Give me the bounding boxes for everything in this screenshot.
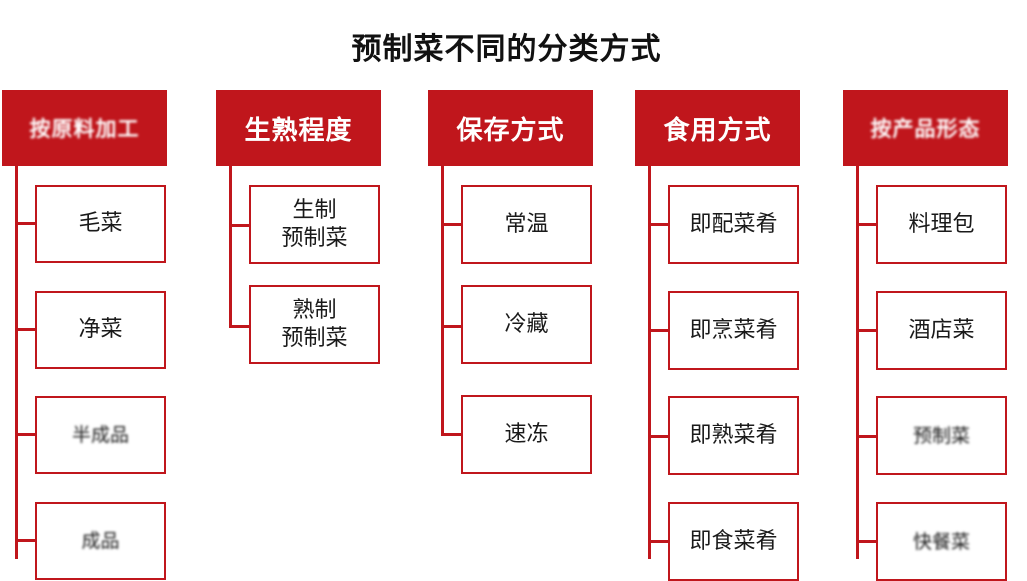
column-header: 生熟程度 — [216, 90, 381, 166]
connector-branch — [648, 329, 668, 332]
column-product-form: 按产品形态 料理包 酒店菜 预制菜 快餐菜 — [843, 90, 1013, 581]
category-box: 即熟菜肴 — [668, 396, 799, 475]
connector-branch — [229, 325, 249, 328]
category-box: 净菜 — [35, 291, 166, 369]
connector-branch — [856, 223, 876, 226]
category-box: 即配菜肴 — [668, 185, 799, 264]
connector-branch — [15, 328, 35, 331]
category-box: 快餐菜 — [876, 502, 1007, 581]
column-header: 食用方式 — [635, 90, 800, 166]
connector-branch — [856, 329, 876, 332]
category-box: 生制 预制菜 — [249, 185, 380, 264]
connector-branch — [856, 435, 876, 438]
connector-branch — [648, 435, 668, 438]
connector-branch — [441, 325, 461, 328]
connector-branch — [229, 224, 249, 227]
connector-branch — [15, 539, 35, 542]
category-box: 即食菜肴 — [668, 502, 799, 581]
column-header: 按原料加工 — [2, 90, 167, 166]
connector-branch — [15, 222, 35, 225]
connector-vertical — [441, 166, 444, 436]
connector-branch — [648, 540, 668, 543]
category-box: 预制菜 — [876, 396, 1007, 475]
category-box: 半成品 — [35, 396, 166, 474]
column-raw-processing: 按原料加工 毛菜 净菜 半成品 成品 — [2, 90, 172, 580]
category-box: 速冻 — [461, 395, 592, 474]
connector-branch — [856, 540, 876, 543]
connector-branch — [15, 433, 35, 436]
column-eating-method: 食用方式 即配菜肴 即烹菜肴 即熟菜肴 即食菜肴 — [635, 90, 805, 581]
connector-branch — [441, 223, 461, 226]
column-header: 按产品形态 — [843, 90, 1008, 166]
column-storage-method: 保存方式 常温 冷藏 速冻 — [428, 90, 598, 559]
connector-branch — [648, 223, 668, 226]
connector-vertical — [648, 166, 651, 559]
column-cooking-degree: 生熟程度 生制 预制菜 熟制 预制菜 — [216, 90, 386, 559]
connector-vertical — [856, 166, 859, 559]
category-box: 常温 — [461, 185, 592, 264]
category-box: 熟制 预制菜 — [249, 285, 380, 364]
category-box: 酒店菜 — [876, 291, 1007, 370]
category-box: 料理包 — [876, 185, 1007, 264]
column-header: 保存方式 — [428, 90, 593, 166]
diagram-title: 预制菜不同的分类方式 — [351, 32, 662, 67]
category-box: 毛菜 — [35, 185, 166, 263]
connector-vertical — [15, 166, 18, 559]
category-box: 即烹菜肴 — [668, 291, 799, 370]
category-box: 冷藏 — [461, 285, 592, 364]
connector-branch — [441, 433, 461, 436]
connector-vertical — [229, 166, 232, 328]
category-box: 成品 — [35, 502, 166, 580]
